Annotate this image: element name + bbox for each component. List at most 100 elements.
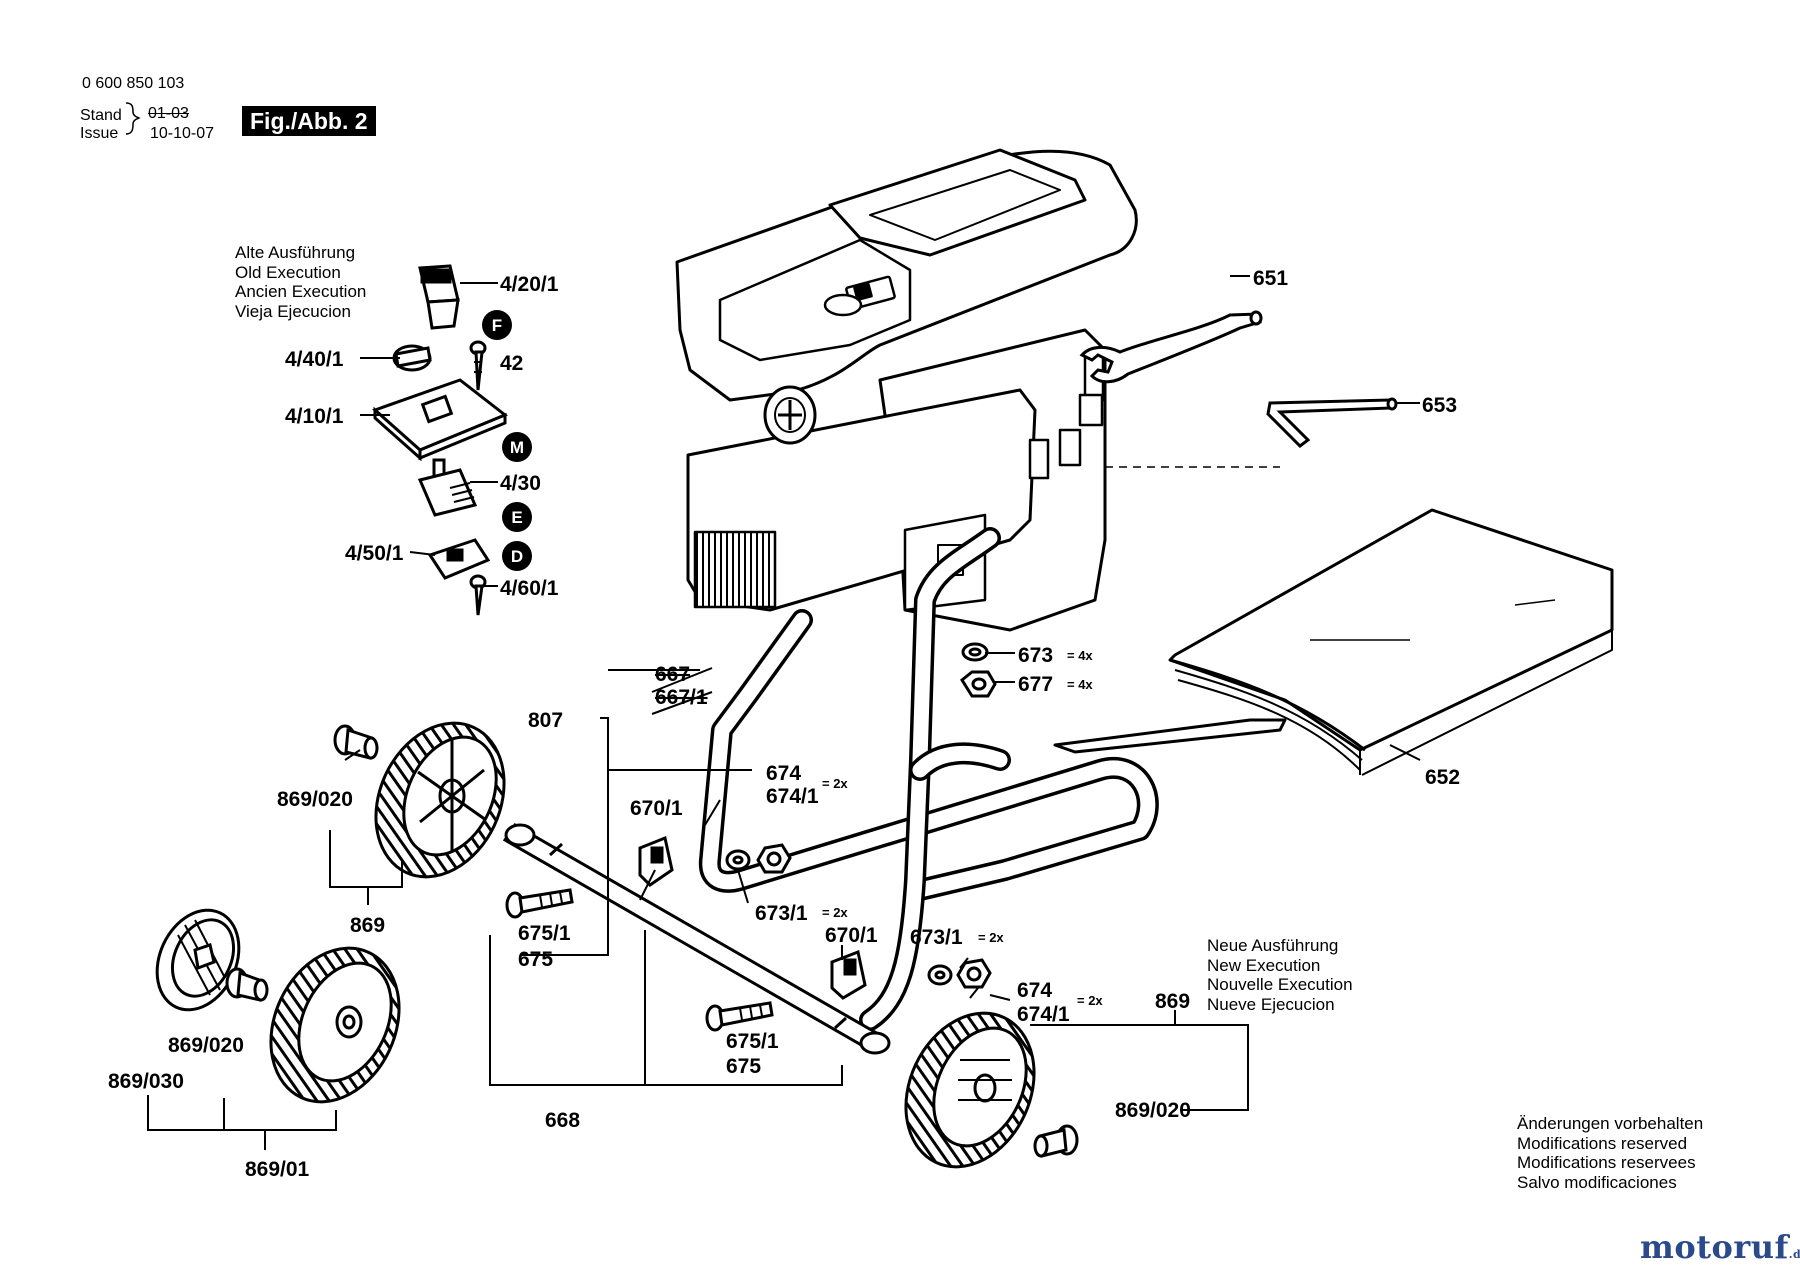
label-674-1-upper: 674/1 <box>766 785 819 808</box>
modifications-de: Änderungen vorbehalten <box>1517 1114 1704 1133</box>
modifications-fr: Modifications reservees <box>1517 1153 1696 1172</box>
shredder-housing <box>675 148 1138 632</box>
label-869-020-upper: 869/020 <box>277 788 353 811</box>
brand-name: motoruf <box>1640 1228 1789 1266</box>
issue-date: 10-10-07 <box>150 125 215 142</box>
washer-nut-set-lower <box>927 958 992 989</box>
label-869-020-lower: 869/020 <box>168 1034 244 1057</box>
switch-4-20-1 <box>418 264 460 330</box>
label-4-50-1: 4/50/1 <box>345 542 404 565</box>
washer-nut-673-677 <box>960 642 997 698</box>
hex-key-653 <box>1266 397 1398 448</box>
label-4-40-1: 4/40/1 <box>285 348 344 371</box>
label-4-10-1: 4/10/1 <box>285 405 344 428</box>
hub-cap <box>155 908 241 1012</box>
svg-text:F: F <box>492 316 502 335</box>
label-652: 652 <box>1425 766 1460 789</box>
label-653: 653 <box>1422 394 1457 417</box>
new-execution-note: Neue Ausführung New Execution Nouvelle E… <box>1207 936 1353 1014</box>
modifications-note: Änderungen vorbehalten Modifications res… <box>1517 1114 1703 1192</box>
modifications-en: Modifications reserved <box>1517 1133 1688 1153</box>
label-869-upper: 869 <box>350 914 385 937</box>
leader-lines <box>147 275 1421 1150</box>
label-4-30: 4/30 <box>500 472 541 495</box>
new-execution-fr: Nouvelle Execution <box>1207 975 1353 994</box>
label-869-020-right: 869/020 <box>1115 1099 1191 1122</box>
axle-bracket-right <box>830 949 867 1000</box>
label-4-20-1: 4/20/1 <box>500 273 559 296</box>
screw-4-60-1 <box>469 574 487 616</box>
label-670-1-lower: 670/1 <box>825 924 878 947</box>
label-674-upper-multiplier: = 2x <box>822 776 848 791</box>
bolt-right <box>705 1001 774 1032</box>
old-execution-en: Old Execution <box>235 262 341 282</box>
label-651: 651 <box>1253 267 1288 290</box>
label-673-1-upper: 673/1 <box>755 902 808 925</box>
plate-4-10-1 <box>372 378 508 462</box>
tube-frame <box>698 527 1159 1031</box>
modifications-es: Salvo modificaciones <box>1517 1172 1677 1192</box>
wrench-651 <box>1079 310 1263 384</box>
bag-652 <box>1053 508 1614 776</box>
svg-text:E: E <box>511 508 522 527</box>
callout-E: E <box>502 502 532 532</box>
issue-label: Issue <box>80 125 119 142</box>
figure-label: Fig./Abb. 2 <box>242 106 376 136</box>
label-4-60-1: 4/60/1 <box>500 577 559 600</box>
label-869-030: 869/030 <box>108 1070 184 1093</box>
callout-M: M <box>502 432 532 462</box>
strike-667 <box>651 667 713 693</box>
label-673-multiplier: = 4x <box>1067 648 1093 663</box>
hub-pin-lower <box>225 967 269 1002</box>
microswitch-4-30 <box>417 458 478 517</box>
label-675-lower: 675 <box>726 1055 761 1078</box>
stand-label: Stand <box>80 107 122 124</box>
bolt-left <box>505 888 574 919</box>
label-675-1-lower: 675/1 <box>726 1030 779 1053</box>
label-667-1-struck: 667/1 <box>655 686 708 709</box>
label-674-lower-multiplier: = 2x <box>1077 993 1103 1008</box>
label-42: 42 <box>500 352 523 375</box>
label-673-1-upper-multiplier: = 2x <box>822 905 848 920</box>
stand-date-struck: 01-03 <box>148 105 189 122</box>
label-673: 673 <box>1018 644 1053 667</box>
wheel-right <box>904 1011 1036 1169</box>
label-674-lower: 674 <box>1017 979 1052 1002</box>
hub-pin-right <box>1033 1124 1079 1158</box>
label-673-1-lower: 673/1 <box>910 926 963 949</box>
label-667-struck: 667 <box>655 663 690 686</box>
label-673-1-lower-multiplier: = 2x <box>978 930 1004 945</box>
brand-tld: .de <box>1788 1248 1800 1261</box>
old-execution-de: Alte Ausführung <box>235 243 356 262</box>
svg-text:M: M <box>510 438 524 457</box>
wheel-lower-left <box>269 946 401 1104</box>
old-execution-es: Vieja Ejecucion <box>235 301 351 321</box>
label-675-1-upper: 675/1 <box>518 922 571 945</box>
document-number: 0 600 850 103 <box>82 75 185 92</box>
old-execution-note: Alte Ausführung Old Execution Ancien Exe… <box>235 243 366 321</box>
new-execution-de: Neue Ausführung <box>1207 936 1339 955</box>
label-677-multiplier: = 4x <box>1067 677 1093 692</box>
axle <box>502 822 891 1055</box>
strike-667-1 <box>651 691 713 715</box>
callout-F: F <box>482 310 512 340</box>
screw-42 <box>469 340 487 391</box>
label-807: 807 <box>528 709 563 732</box>
hub-pin-upper <box>333 724 379 760</box>
wheel-upper-left <box>374 721 506 879</box>
axle-bracket-left <box>638 835 674 887</box>
label-677: 677 <box>1018 673 1053 696</box>
new-execution-es: Nueve Ejecucion <box>1207 994 1335 1014</box>
new-execution-en: New Execution <box>1207 955 1321 975</box>
washer-nut-set-upper <box>725 843 792 874</box>
label-674-upper: 674 <box>766 762 801 785</box>
label-670-1-upper: 670/1 <box>630 797 683 820</box>
brand-logo: motoruf.de <box>1640 1228 1800 1266</box>
label-869-right: 869 <box>1155 990 1190 1013</box>
header-brace <box>125 102 141 135</box>
label-869-01: 869/01 <box>245 1158 310 1181</box>
label-668: 668 <box>545 1109 580 1132</box>
old-execution-fr: Ancien Execution <box>235 282 367 301</box>
callout-D: D <box>502 541 532 571</box>
